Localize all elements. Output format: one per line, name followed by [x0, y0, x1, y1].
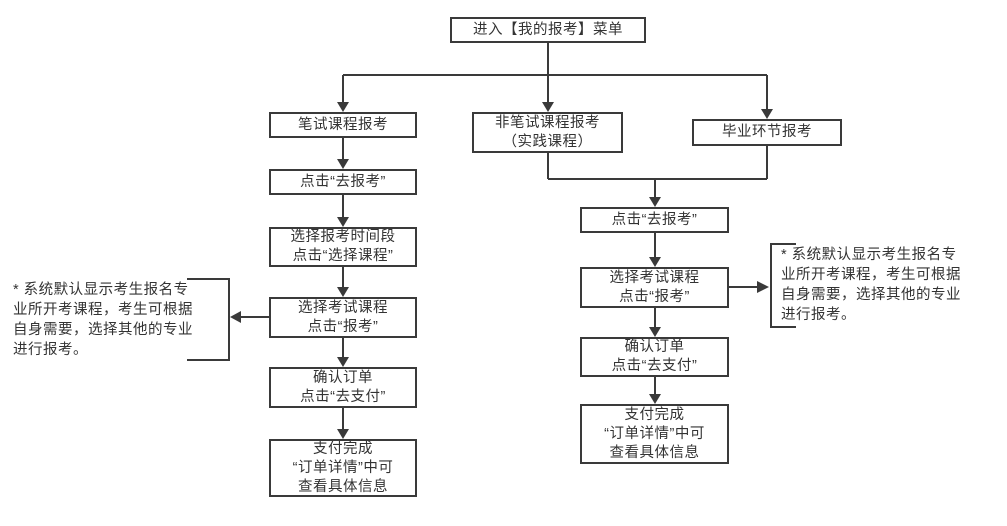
- left-step-select-exam-course: 选择考试课程 点击“报考”: [269, 297, 417, 338]
- node-written-course-registration: 笔试课程报考: [269, 112, 417, 138]
- note-default-major-courses-left: * 系统默认显示考生报名专 业所开考课程，考生可根据 自身需要，选择其他的专业 …: [13, 282, 193, 358]
- right-step-payment-complete: 支付完成 “订单详情”中可 查看具体信息: [580, 404, 729, 464]
- node-graduation-stage-registration: 毕业环节报考: [692, 119, 842, 146]
- note-default-major-courses-right: * 系统默认显示考生报名专 业所开考课程，考生可根据 自身需要，选择其他的专业 …: [781, 247, 961, 323]
- right-step-click-go-register: 点击“去报考”: [580, 207, 729, 233]
- left-step-click-go-register: 点击“去报考”: [269, 169, 417, 195]
- right-step-select-exam-course: 选择考试课程 点击“报考”: [580, 267, 729, 308]
- left-step-payment-complete: 支付完成 “订单详情”中可 查看具体信息: [269, 439, 417, 497]
- left-step-select-time-period: 选择报考时间段 点击“选择课程”: [269, 227, 417, 267]
- right-step-confirm-order-pay: 确认订单 点击“去支付”: [580, 337, 729, 377]
- node-non-written-course-registration: 非笔试课程报考 （实践课程）: [472, 112, 623, 153]
- left-step-confirm-order-pay: 确认订单 点击“去支付”: [269, 367, 417, 408]
- node-enter-my-registration-menu: 进入【我的报考】菜单: [450, 17, 646, 43]
